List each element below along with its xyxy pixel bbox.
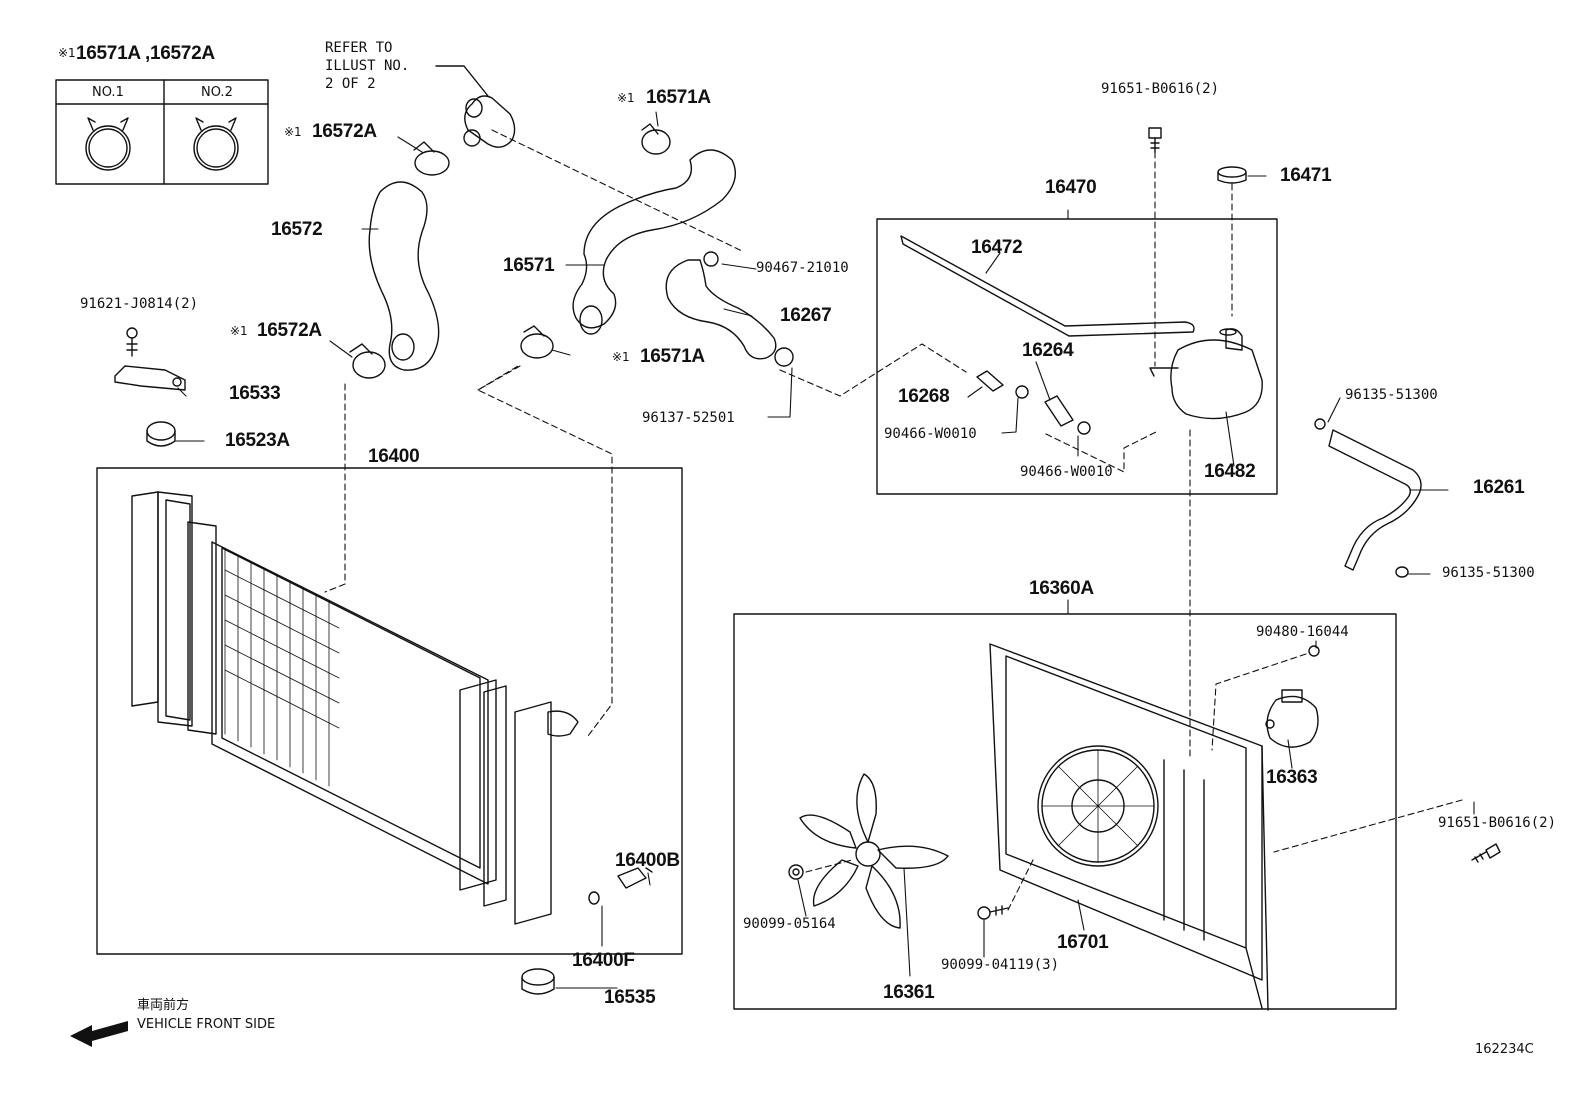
label-90466-W0010-a: 90466-W0010 [884, 426, 977, 442]
label-16471: 16471 [1280, 165, 1332, 186]
label-16360A: 16360A [1029, 578, 1094, 599]
front-arrow-icon [70, 1021, 128, 1047]
label-16572A-top: 16572A [312, 121, 377, 142]
label-91651-B0616-top: 91651-B0616(2) [1101, 81, 1220, 97]
bolt-90099-04119 [977, 905, 1009, 920]
label-16264: 16264 [1022, 340, 1074, 361]
label-no2: NO.2 [201, 85, 233, 100]
mark-16571A-mid: ※1 [612, 350, 630, 364]
label-16268: 16268 [898, 386, 950, 407]
bolt-91651-top [1148, 127, 1162, 153]
label-no1: NO.1 [92, 85, 124, 100]
reservoir-assembly-box [876, 218, 1278, 495]
hose-16571 [572, 149, 736, 335]
label-96137-52501: 96137-52501 [642, 410, 735, 426]
label-16472: 16472 [971, 237, 1023, 258]
clamp-16571A-top [641, 123, 671, 155]
label-refer-line1: REFER TO [325, 40, 393, 56]
label-96135-51300-a: 96135-51300 [1345, 387, 1438, 403]
mark-16572A-top: ※1 [284, 125, 302, 139]
reservoir-16482 [1149, 328, 1263, 420]
label-front-en: VEHICLE FRONT SIDE [137, 1017, 276, 1032]
label-90466-W0010-b: 90466-W0010 [1020, 464, 1113, 480]
mark-clamp-header: ※1 [58, 46, 76, 60]
radiator-core [131, 491, 579, 925]
drain-cock-16400B [617, 867, 653, 889]
label-16400F: 16400F [572, 950, 635, 971]
label-16482: 16482 [1204, 461, 1256, 482]
label-16523A: 16523A [225, 430, 290, 451]
leader-lines [175, 111, 1475, 989]
cap-16471 [1217, 166, 1247, 184]
label-90467-21010: 90467-21010 [756, 260, 849, 276]
clip-90466 [1015, 385, 1091, 435]
hose-16472 [900, 235, 1195, 337]
label-16267: 16267 [780, 305, 832, 326]
label-16261: 16261 [1473, 477, 1525, 498]
label-16363: 16363 [1266, 767, 1318, 788]
nut-90099-05164 [788, 864, 804, 880]
label-refer-line3: 2 OF 2 [325, 76, 376, 92]
hose-16267 [665, 251, 794, 367]
cushion-16535 [521, 968, 555, 995]
label-16571: 16571 [503, 255, 555, 276]
clamp-16572A-top [413, 141, 450, 176]
label-front-jp: 車両前方 [137, 998, 190, 1013]
dashed-connectors [324, 129, 1463, 911]
shroud-16701 [989, 643, 1269, 1011]
mark-16571A-top: ※1 [617, 91, 635, 105]
clamp-16572A-bottom [349, 343, 386, 379]
label-16400: 16400 [368, 446, 420, 467]
label-91651-B0616-bottom: 91651-B0616(2) [1438, 815, 1557, 831]
bolt-91651-bottom [1471, 843, 1501, 863]
label-16571A-top: 16571A [646, 87, 711, 108]
fan-assembly-box [733, 613, 1397, 1010]
clamp-reference-table [55, 79, 269, 185]
label-16470: 16470 [1045, 177, 1097, 198]
screw-90480 [1308, 645, 1320, 657]
bolt-91621 [126, 327, 138, 357]
mark-16572A-bottom: ※1 [230, 324, 248, 338]
o-ring-16400F [588, 891, 600, 905]
label-16400B: 16400B [615, 850, 680, 871]
fan-16361 [799, 773, 949, 929]
label-16571A-mid: 16571A [640, 346, 705, 367]
clamp-16571A-mid [520, 325, 554, 359]
label-refer-line2: ILLUST NO. [325, 58, 410, 74]
label-clamp-header: 16571A ,16572A [76, 43, 215, 64]
cushion-16523A [146, 421, 176, 447]
label-90480-16044: 90480-16044 [1256, 624, 1349, 640]
radiator-assembly-box [96, 467, 683, 955]
joint-16268 [976, 370, 1004, 392]
label-16535: 16535 [604, 987, 656, 1008]
label-16361: 16361 [883, 982, 935, 1003]
label-96135-51300-b: 96135-51300 [1442, 565, 1535, 581]
bracket-16533 [114, 365, 186, 391]
label-90099-04119: 90099-04119(3) [941, 957, 1060, 973]
tube-16264 [1044, 395, 1074, 427]
label-16533: 16533 [229, 383, 281, 404]
label-90099-05164: 90099-05164 [743, 916, 836, 932]
label-91621-J0814: 91621-J0814(2) [80, 296, 199, 312]
hose-16572 [368, 181, 440, 371]
label-16572A-bottom: 16572A [257, 320, 322, 341]
hose-16261 [1314, 418, 1422, 578]
label-16701: 16701 [1057, 932, 1109, 953]
diagram-id: 162234C [1475, 1042, 1534, 1057]
motor-16363 [1265, 689, 1319, 748]
label-16572: 16572 [271, 219, 323, 240]
